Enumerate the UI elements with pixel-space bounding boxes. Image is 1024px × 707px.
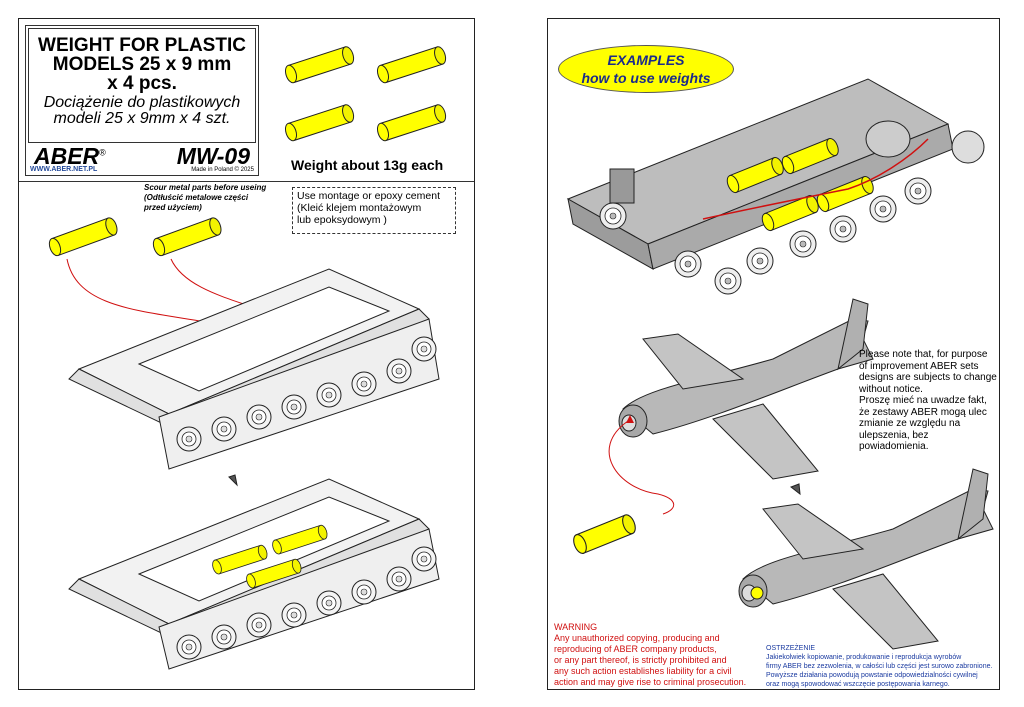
cement-note: Use montage or epoxy cement (Kleić kleje…	[292, 187, 456, 234]
weight-cylinder	[150, 215, 224, 258]
notice-line: Please note that, for purpose	[859, 349, 988, 360]
examples-title: EXAMPLES	[607, 52, 685, 68]
brand-name: ABER	[34, 143, 100, 169]
warning-line: WARNING	[554, 622, 598, 632]
warning-line: action and may give rise to criminal pro…	[554, 677, 747, 687]
weight-cylinder	[46, 215, 120, 258]
registered-mark: ®	[99, 147, 106, 158]
step-arrow	[789, 483, 801, 496]
right-illustrations	[566, 78, 994, 650]
title-en-line3: x 4 pcs.	[107, 73, 177, 94]
right-page: EXAMPLES how to use weights	[547, 18, 1000, 690]
made-in-label: Made in Poland © 2025	[191, 167, 254, 173]
notice-line: Proszę mieć na uwadze fakt,	[859, 395, 987, 406]
title-box: WEIGHT FOR PLASTIC MODELS 25 x 9 mm x 4 …	[25, 25, 259, 176]
warning-line: any such action establishes liability fo…	[554, 666, 732, 676]
examples-badge: EXAMPLES how to use weights	[558, 45, 734, 93]
cement-line: Use montage or epoxy cement	[297, 190, 440, 202]
step-arrow	[228, 474, 238, 487]
title-en-line2: MODELS 25 x 9 mm	[52, 54, 232, 75]
website-url: WWW.ABER.NET.PL	[30, 166, 98, 173]
ostrzezenie-line: oraz mogą spowodować wszczęcie postępowa…	[766, 681, 950, 688]
warning-line: or any part thereof, is strictly prohibi…	[554, 655, 727, 665]
cement-line: lub epoksydowym )	[297, 214, 387, 226]
warning-line: Any unauthorized copying, producing and	[554, 633, 720, 643]
warning-line: reproducing of ABER company products,	[554, 644, 717, 654]
weight-cylinder	[374, 102, 449, 143]
notice-line: without notice.	[859, 383, 923, 395]
notice-line: ulepszenia, bez powiadomienia.	[859, 429, 929, 453]
title-pl-line2: modeli 25 x 9mm x 4 szt.	[53, 110, 231, 127]
change-notice: Please note that, for purpose of improve…	[859, 349, 999, 453]
ostrzezenie-line: OSTRZEŻENIE	[766, 645, 816, 652]
product-code: MW-09	[176, 143, 250, 169]
tank-hull-top	[68, 268, 440, 470]
scour-line: przed użyciem)	[144, 203, 202, 212]
left-page: WEIGHT FOR PLASTIC MODELS 25 x 9 mm x 4 …	[18, 18, 475, 690]
routing-line	[702, 138, 929, 220]
notice-line: zmianie ze względu na	[859, 418, 961, 429]
notice-line: designs are subjects to change	[859, 372, 997, 383]
weight-cylinder	[374, 44, 449, 85]
scour-line: (Odtłuścić metalowe części	[144, 193, 249, 202]
arrow-head	[626, 415, 634, 423]
cement-line: (Kleić klejem montażowym	[297, 202, 422, 214]
divider	[19, 181, 474, 182]
warning-text: WARNING Any unauthorized copying, produc…	[554, 622, 754, 688]
ostrzezenie-text: OSTRZEŻENIE Jakiekolwiek kopiowanie, pro…	[766, 644, 996, 689]
placement-arrow	[608, 420, 675, 515]
ostrzezenie-line: firmy ABER bez zezwolenia, w całości lub…	[766, 663, 993, 670]
aircraft-before	[618, 298, 874, 480]
scour-line: Scour metal parts before useing	[144, 183, 267, 192]
left-illustrations	[46, 44, 449, 670]
notice-line: of improvement ABER sets	[859, 360, 979, 372]
weight-cylinder	[282, 102, 357, 143]
notice-line: że zestawy ABER mogą ulec	[859, 406, 987, 418]
weight-cylinder	[570, 512, 639, 556]
tank-hull-bottom	[68, 478, 440, 670]
vehicle-chassis	[566, 78, 985, 295]
title-pl-line1: Dociążenie do plastikowych	[43, 94, 241, 111]
scour-note: Scour metal parts before useing (Odtłuśc…	[144, 183, 266, 213]
examples-subtitle: how to use weights	[581, 70, 711, 86]
weight-note: Weight about 13g each	[291, 157, 444, 173]
aircraft-after	[738, 468, 994, 650]
brand-logo: ABER®	[34, 143, 106, 170]
title-panel: WEIGHT FOR PLASTIC MODELS 25 x 9 mm x 4 …	[28, 28, 256, 143]
ostrzezenie-line: Jakiekolwiek kopiowanie, produkowanie i …	[766, 654, 962, 661]
weight-cylinder	[282, 44, 357, 85]
ostrzezenie-line: Powyższe działania powodują powstanie od…	[766, 672, 978, 679]
title-en-line1: WEIGHT FOR PLASTIC	[38, 35, 246, 56]
